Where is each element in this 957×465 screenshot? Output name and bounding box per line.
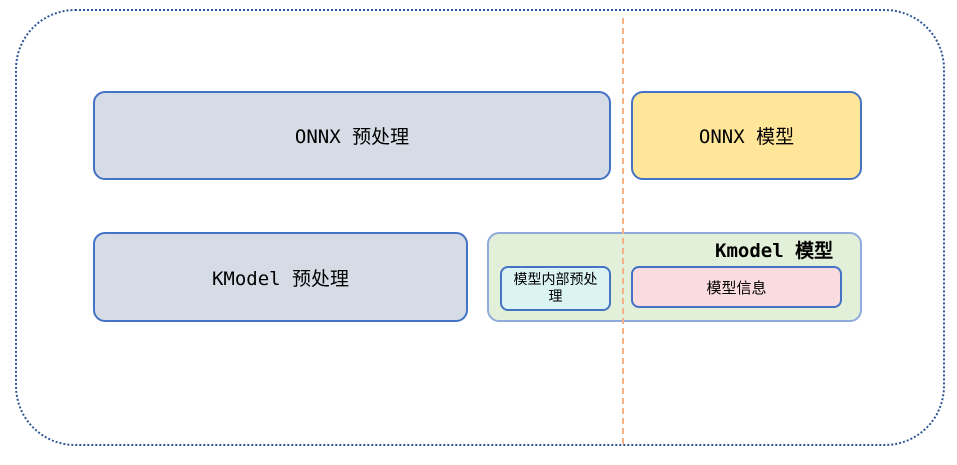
kmodel-inner-preprocess-label: 模型内部预处理 — [513, 271, 598, 305]
kmodel-preprocess-label: KModel 预处理 — [211, 267, 350, 290]
divider-line — [622, 18, 624, 444]
kmodel-preprocess-box: KModel 预处理 — [93, 232, 468, 322]
onnx-model-label: ONNX 模型 — [698, 126, 795, 148]
kmodel-inner-preprocess-box: 模型内部预处理 — [500, 266, 611, 311]
onnx-preprocess-box: ONNX 预处理 — [93, 91, 611, 180]
kmodel-model-label: Kmodel 模型 — [715, 240, 834, 262]
kmodel-model-info-label: 模型信息 — [706, 278, 767, 297]
onnx-preprocess-label: ONNX 预处理 — [294, 126, 410, 148]
kmodel-model-info-box: 模型信息 — [631, 266, 842, 308]
onnx-model-box: ONNX 模型 — [631, 91, 862, 180]
outer-frame — [15, 9, 945, 446]
